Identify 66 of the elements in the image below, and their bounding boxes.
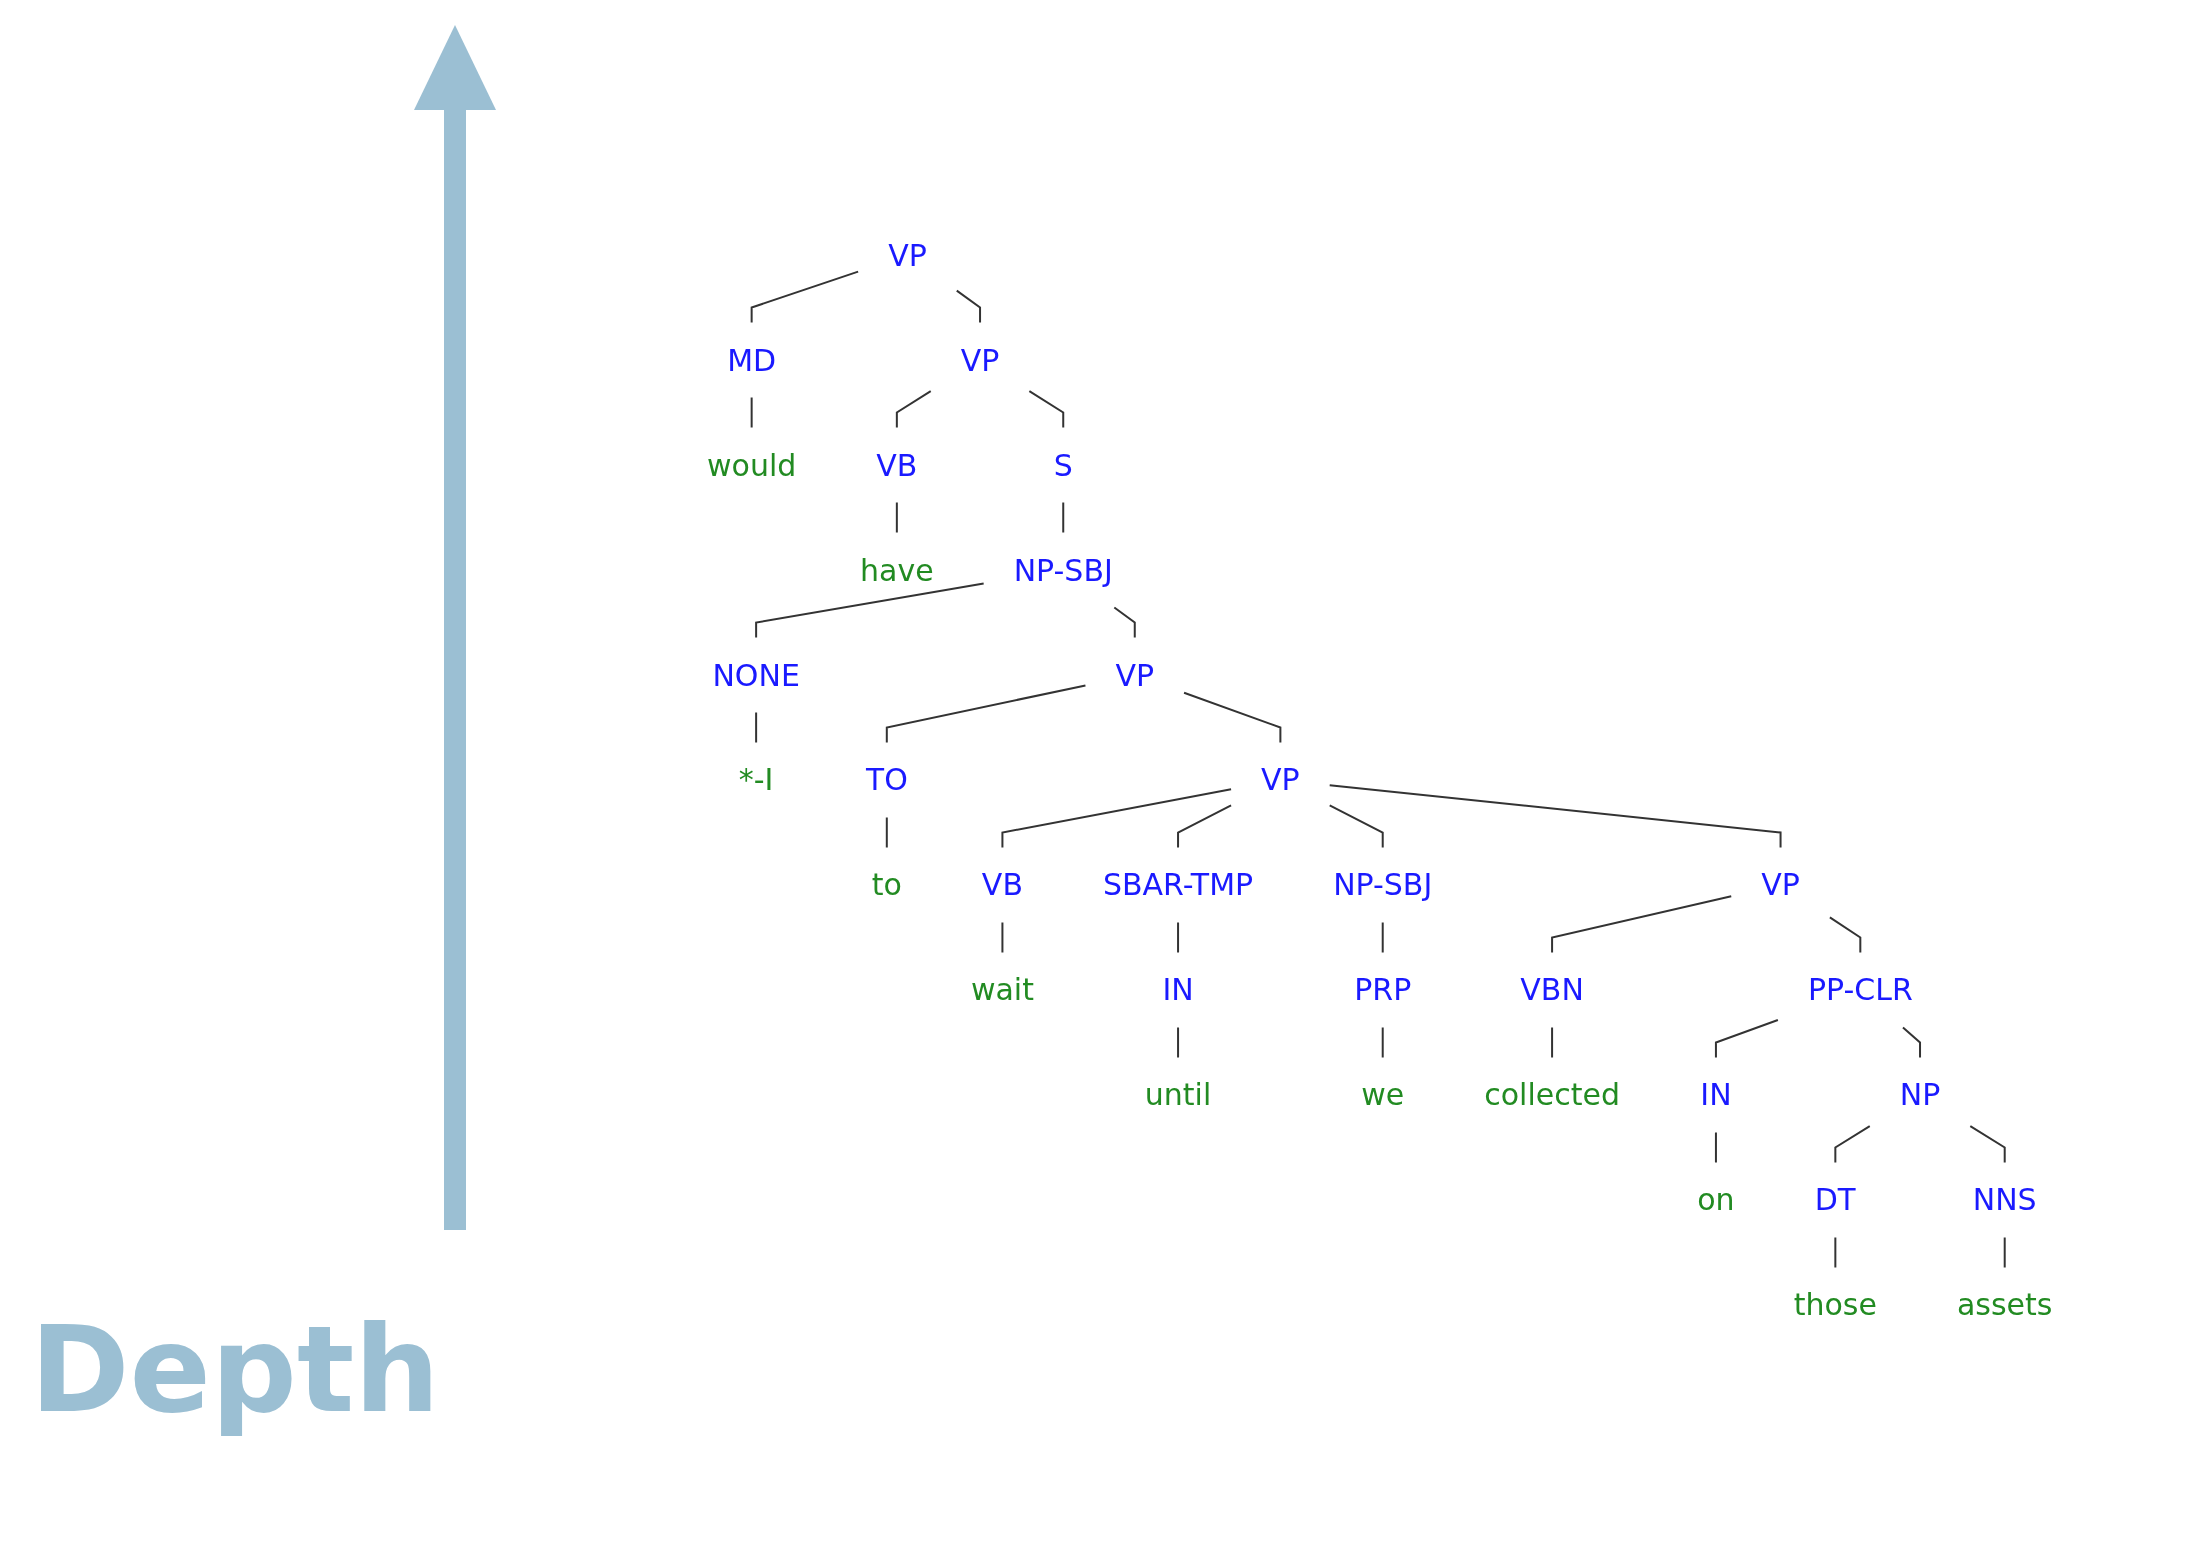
node-text: *-I (739, 762, 774, 798)
node-text: PRP (1354, 972, 1412, 1008)
node-text: VP (961, 342, 1000, 378)
node-text: VB (876, 447, 918, 483)
node-text: we (1361, 1077, 1405, 1113)
connector (1001, 921, 1004, 954)
node-text: wait (971, 972, 1035, 1008)
connector (1902, 1026, 1922, 1059)
connector (1829, 916, 1862, 954)
node-text: TO (866, 762, 909, 798)
connector (755, 711, 758, 744)
node-text: VP (1761, 867, 1801, 903)
connector (1834, 1236, 1837, 1269)
node-text: VP (1261, 762, 1300, 798)
node-text: VP (888, 237, 928, 273)
node-text: collected (1484, 1077, 1621, 1113)
node-text: VB (982, 867, 1024, 903)
node-text: VP (1115, 657, 1155, 693)
node-text: those (1794, 1287, 1878, 1323)
node-text: NP-SBJ (1013, 552, 1114, 588)
node-text: NONE (712, 657, 801, 693)
node-text: DT (1814, 1182, 1857, 1218)
connector (1551, 1026, 1554, 1059)
connector (1969, 1125, 2006, 1164)
node-text: on (1697, 1182, 1735, 1218)
connector (1177, 1026, 1180, 1059)
connector (755, 582, 985, 639)
connector (1062, 501, 1065, 534)
node-text: until (1145, 1077, 1212, 1113)
connector (1183, 691, 1282, 744)
node-text: assets (1957, 1287, 2053, 1323)
connector (750, 270, 860, 324)
connector (1001, 788, 1233, 849)
node-text: IN (1700, 1077, 1732, 1113)
connector (2003, 1236, 2006, 1269)
connector (886, 816, 889, 849)
node-text: PP-CLR (1808, 972, 1914, 1008)
node-text: SBAR-TMP (1103, 867, 1254, 903)
node-text: VBN (1520, 972, 1585, 1008)
connector (896, 390, 932, 429)
connector (1715, 1131, 1718, 1164)
connector (1177, 921, 1180, 954)
connector (1382, 1026, 1384, 1059)
connector (1113, 606, 1137, 639)
node-text: have (860, 552, 934, 588)
axis-label: Depth (30, 1300, 440, 1439)
node-text: NP (1900, 1077, 1941, 1113)
node-text: S (1053, 447, 1074, 483)
node-text: MD (727, 342, 777, 378)
connector (1328, 804, 1384, 849)
node-text: NP-SBJ (1333, 867, 1433, 903)
connector (886, 684, 1087, 744)
connector (1028, 390, 1065, 429)
node-text: NNS (1973, 1182, 2037, 1218)
connector (1715, 1018, 1780, 1059)
node-text: to (872, 867, 903, 903)
connector (1834, 1125, 1871, 1164)
connector (1551, 895, 1733, 954)
connector (896, 501, 899, 534)
connector (1177, 804, 1233, 849)
connector (956, 289, 982, 324)
connector (1328, 784, 1782, 849)
node-text: would (707, 447, 797, 483)
connector (750, 396, 753, 429)
connector (1382, 921, 1384, 954)
node-text: IN (1162, 972, 1194, 1008)
